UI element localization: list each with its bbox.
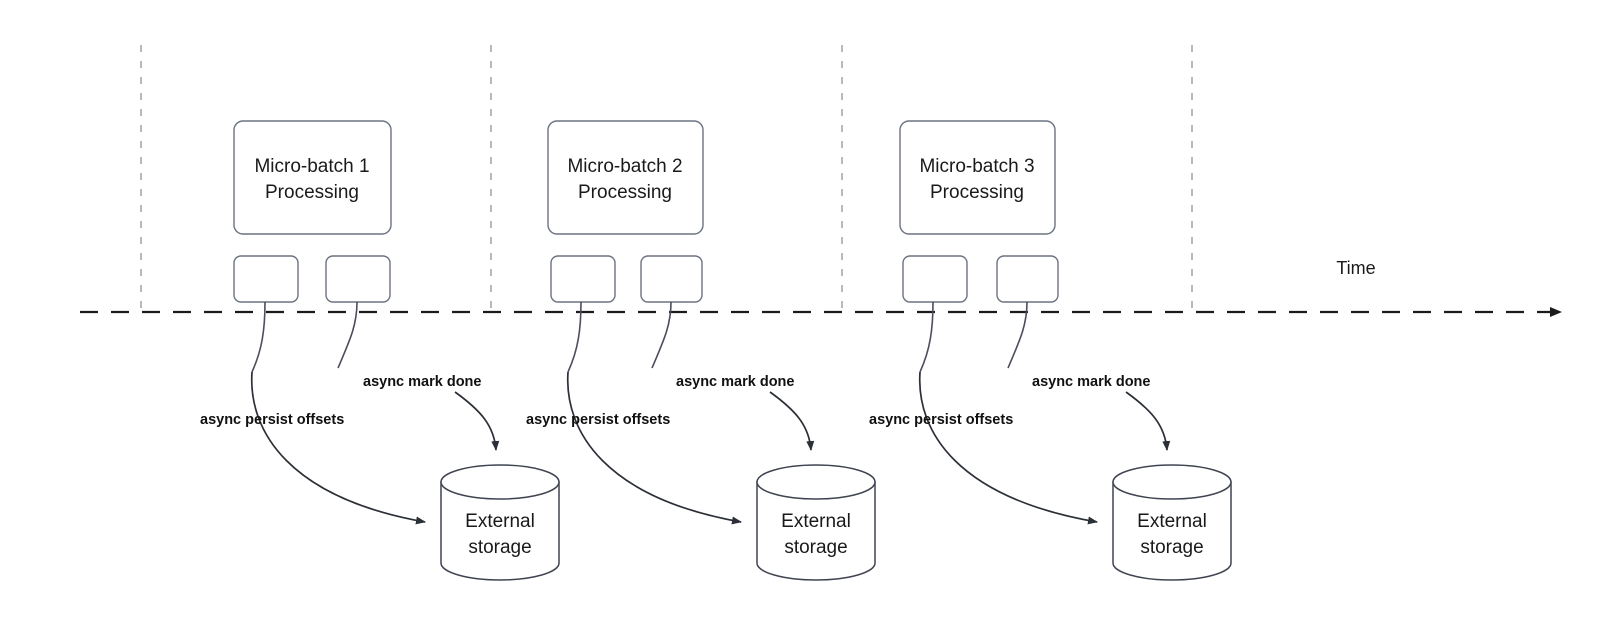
arrow-async-persist-offsets-1 — [250, 371, 426, 525]
external-storage-3-body — [1112, 481, 1232, 581]
connector-mark-1 — [337, 301, 358, 369]
arrow-async-persist-offsets-2 — [566, 371, 742, 525]
micro-batch-3-group: Micro-batch 3 Processing async mark done… — [869, 120, 1232, 581]
micro-batch-1-box[interactable] — [233, 120, 392, 235]
external-storage-3-top — [1112, 464, 1232, 500]
external-storage-2-label-line1: External — [781, 511, 851, 532]
external-storage-1[interactable]: External storage — [440, 464, 560, 581]
arrow-async-mark-done-2 — [769, 391, 815, 451]
connector-persist-2 — [567, 301, 582, 373]
external-storage-1-body — [440, 481, 560, 581]
micro-batch-3-box[interactable] — [899, 120, 1056, 235]
connector-mark-2 — [651, 301, 672, 369]
arrow-async-mark-done-3 — [1125, 391, 1171, 451]
label-async-mark-done-3: async mark done — [1032, 374, 1150, 390]
micro-batch-2-group: Micro-batch 2 Processing async mark done… — [526, 120, 876, 581]
external-storage-1-label-line1: External — [465, 511, 535, 532]
label-async-persist-offsets-1: async persist offsets — [200, 412, 344, 428]
connector-mark-3 — [1007, 301, 1028, 369]
external-storage-2-label-line2: storage — [784, 537, 847, 558]
small-box-persist-1[interactable] — [233, 255, 299, 303]
micro-batch-1-title-line2: Processing — [265, 182, 359, 203]
external-storage-1-label-line2: storage — [468, 537, 531, 558]
external-storage-2-body — [756, 481, 876, 581]
label-async-persist-offsets-2: async persist offsets — [526, 412, 670, 428]
micro-batch-3-title-line2: Processing — [930, 182, 1024, 203]
micro-batch-2-title-line2: Processing — [578, 182, 672, 203]
micro-batch-1-group: Micro-batch 1 Processing async mark done… — [200, 120, 560, 581]
arrow-async-persist-offsets-3 — [918, 371, 1098, 525]
label-async-mark-done-1: async mark done — [363, 374, 481, 390]
external-storage-2[interactable]: External storage — [756, 464, 876, 581]
external-storage-3[interactable]: External storage — [1112, 464, 1232, 581]
time-axis-label: Time — [1336, 258, 1375, 278]
external-storage-3-label-line1: External — [1137, 511, 1207, 532]
arrow-async-mark-done-1 — [454, 391, 500, 451]
micro-batch-2-title-line1: Micro-batch 2 — [567, 156, 682, 177]
time-axis-group: Time — [80, 258, 1562, 317]
external-storage-1-top — [440, 464, 560, 500]
micro-batch-1-title-line1: Micro-batch 1 — [254, 156, 369, 177]
label-async-persist-offsets-3: async persist offsets — [869, 412, 1013, 428]
label-async-mark-done-2: async mark done — [676, 374, 794, 390]
connector-persist-1 — [251, 301, 266, 373]
micro-batch-2-box[interactable] — [547, 120, 704, 235]
small-box-persist-3[interactable] — [902, 255, 968, 303]
small-box-mark-1[interactable] — [325, 255, 391, 303]
small-box-mark-2[interactable] — [640, 255, 703, 303]
tick-lines-group — [140, 45, 1193, 313]
external-storage-2-top — [756, 464, 876, 500]
small-box-persist-2[interactable] — [550, 255, 616, 303]
micro-batch-3-title-line1: Micro-batch 3 — [919, 156, 1034, 177]
external-storage-3-label-line2: storage — [1140, 537, 1203, 558]
small-box-mark-3[interactable] — [996, 255, 1059, 303]
connector-persist-3 — [919, 301, 934, 373]
